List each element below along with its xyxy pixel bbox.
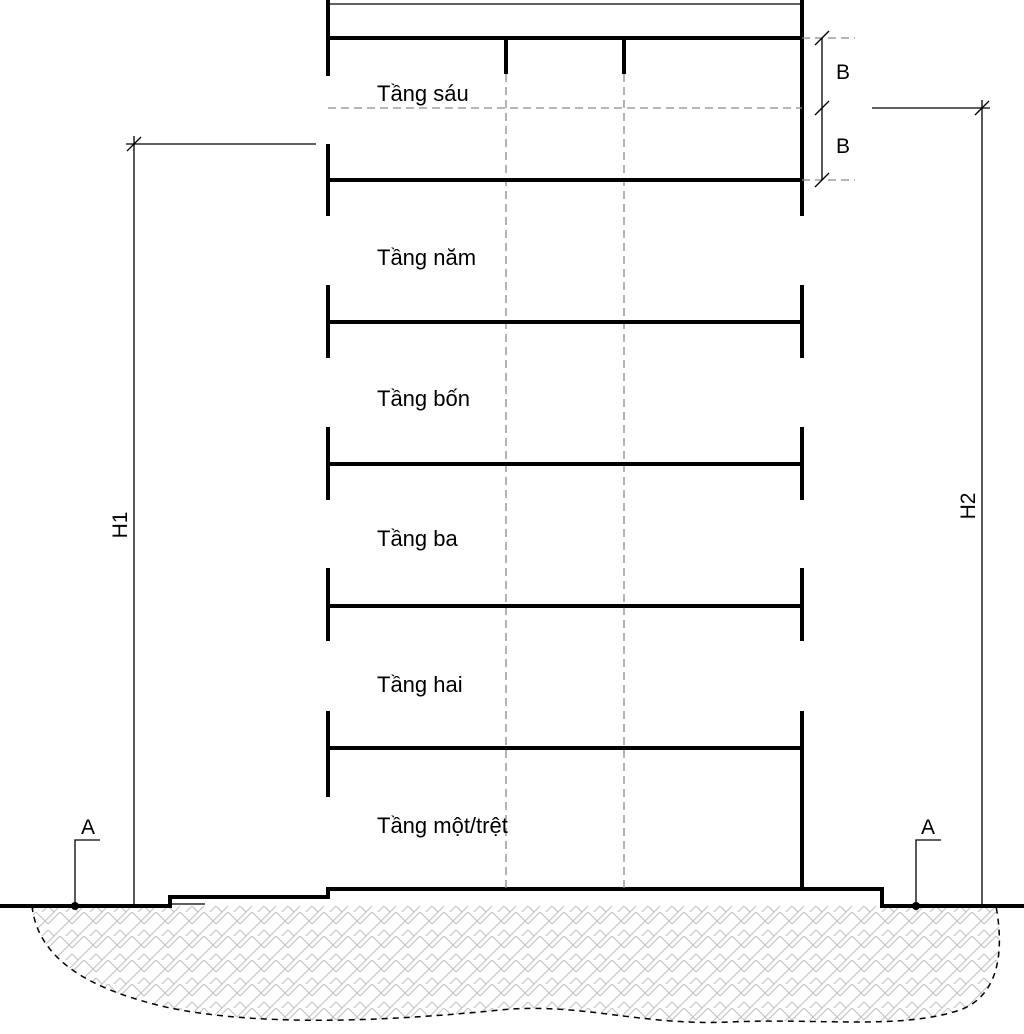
floor-label-fourth: Tầng bốn (377, 386, 470, 411)
h2-label: H2 (957, 493, 980, 520)
ground-line (0, 887, 1024, 908)
b-dimension (802, 30, 855, 188)
soil-hatch (32, 906, 1000, 1023)
b-label-upper: B (836, 61, 850, 84)
floor-label-sixth: Tầng sáu (377, 81, 469, 106)
floor-label-third: Tầng ba (377, 526, 458, 551)
floor-label-second: Tầng hai (377, 672, 463, 697)
floor-label-ground: Tầng một/trệt (377, 813, 508, 838)
floor-label-fifth: Tầng năm (377, 245, 476, 270)
marker-label-left: A (81, 816, 95, 839)
soil-boundary (31, 905, 1001, 1024)
marker-label-right: A (921, 816, 935, 839)
h1-label: H1 (109, 512, 132, 539)
ground-marker-right (912, 839, 941, 910)
ground-marker-left (71, 839, 100, 910)
b-label-lower: B (836, 135, 850, 158)
h1-dimension (126, 136, 316, 906)
h2-dimension (872, 100, 990, 906)
